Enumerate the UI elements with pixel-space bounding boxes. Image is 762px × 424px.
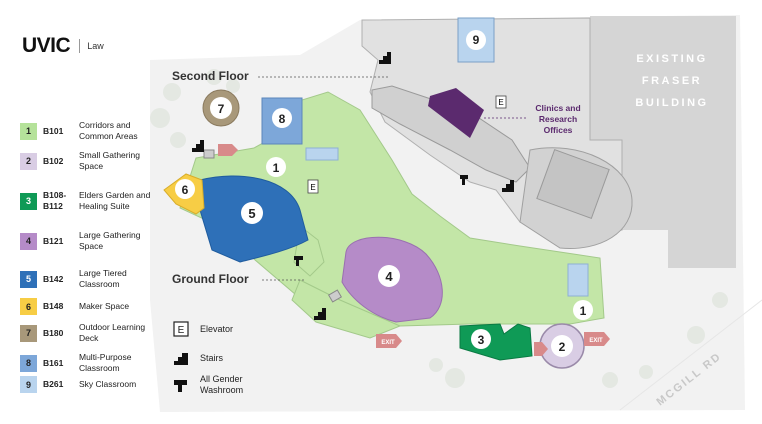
exit-marker-4: EXIT bbox=[584, 332, 610, 346]
legend-badge-8: 8 bbox=[20, 354, 37, 372]
room-7-number: 7 bbox=[218, 102, 225, 116]
legend-badge-5: 5 bbox=[20, 270, 37, 288]
legend-code-5: B142 bbox=[43, 273, 64, 284]
stairs-icon-second-2 bbox=[502, 180, 514, 192]
legend-desc-6: Maker Space bbox=[79, 301, 130, 311]
washroom-icon-ground bbox=[294, 256, 303, 266]
exit-marker-3 bbox=[534, 342, 548, 356]
key-item-elevator: E Elevator bbox=[172, 320, 233, 338]
legend-code-3: B108- B112 bbox=[43, 190, 67, 211]
stairs-icon-ground-1 bbox=[192, 140, 204, 152]
legend-desc-8: Multi-Purpose Classroom bbox=[79, 352, 132, 373]
legend-item-7: 7 B180 Outdoor Learning Deck bbox=[20, 322, 155, 344]
room-8-number: 8 bbox=[279, 112, 286, 126]
legend-item-9: 9 B261 Sky Classroom bbox=[20, 376, 155, 393]
room-2-number: 2 bbox=[559, 340, 566, 354]
key-item-washroom: All Gender Washroom bbox=[172, 374, 260, 396]
room-6-number: 6 bbox=[182, 183, 189, 197]
stairs-icon-ground-2 bbox=[314, 308, 326, 320]
brand: UVIC Law bbox=[22, 34, 104, 58]
elevator-marker-second: E bbox=[498, 98, 503, 107]
legend-item-6: 6 B148 Maker Space bbox=[20, 298, 155, 315]
legend-desc-9: Sky Classroom bbox=[79, 379, 137, 389]
exit-marker-2: EXIT bbox=[376, 334, 402, 348]
room-5-number: 5 bbox=[248, 206, 255, 221]
legend-badge-6: 6 bbox=[20, 298, 37, 315]
legend-badge-3: 3 bbox=[20, 192, 37, 210]
clinics-label-line-2: Research bbox=[539, 114, 577, 124]
legend-code-7: B180 bbox=[43, 327, 64, 338]
legend-item-3: 3 B108- B112 Elders Garden and Healing S… bbox=[20, 190, 155, 212]
stairs-icon-second-1 bbox=[379, 52, 391, 64]
svg-text:EXIT: EXIT bbox=[381, 340, 395, 346]
legend-desc-5: Large Tiered Classroom bbox=[79, 268, 127, 289]
brand-divider bbox=[79, 39, 81, 53]
legend-desc-1: Corridors and Common Areas bbox=[79, 120, 138, 141]
legend-desc-3: Elders Garden and Healing Suite bbox=[79, 190, 151, 211]
room-9-number: 9 bbox=[473, 33, 480, 47]
legend-desc-4: Large Gathering Space bbox=[79, 230, 141, 251]
fraser-label-line-2: FRASER bbox=[642, 75, 702, 87]
legend-code-8: B161 bbox=[43, 357, 64, 368]
legend-badge-2: 2 bbox=[20, 152, 37, 170]
legend-code-6: B148 bbox=[43, 301, 64, 311]
room-1-number-a: 1 bbox=[273, 161, 280, 175]
ground-floor-label: Ground Floor bbox=[172, 272, 249, 286]
room-4-number: 4 bbox=[385, 269, 393, 284]
legend-code-4: B121 bbox=[43, 235, 64, 246]
uvic-logo: UVIC bbox=[22, 34, 71, 57]
legend-badge-1: 1 bbox=[20, 122, 37, 140]
second-floor-label: Second Floor bbox=[172, 69, 249, 83]
room-1-corridor[interactable] bbox=[179, 91, 605, 327]
legend-code-2: B102 bbox=[43, 155, 64, 166]
room-9-sky-classroom[interactable] bbox=[457, 17, 495, 63]
legend-badge-7: 7 bbox=[20, 324, 37, 342]
legend-badge-9: 9 bbox=[20, 376, 37, 393]
key-label-washroom: All Gender Washroom bbox=[200, 374, 244, 395]
legend-badge-4: 4 bbox=[20, 232, 37, 250]
stairs-icon bbox=[172, 349, 190, 367]
legend-item-8: 8 B161 Multi-Purpose Classroom bbox=[20, 352, 155, 374]
legend-item-2: 2 B102 Small Gathering Space bbox=[20, 150, 155, 172]
fraser-label-line-3: BUILDING bbox=[635, 97, 708, 109]
fraser-label-line-1: EXISTING bbox=[636, 53, 707, 65]
key-label-elevator: Elevator bbox=[200, 323, 234, 334]
clinics-label-line-1: Clinics and bbox=[535, 103, 580, 113]
key-item-stairs: Stairs bbox=[172, 349, 223, 367]
room-3-number: 3 bbox=[478, 333, 485, 347]
brand-sub: Law bbox=[87, 41, 104, 51]
elevator-icon: E bbox=[172, 320, 190, 338]
washroom-icon bbox=[172, 376, 190, 394]
legend-code-1: B101 bbox=[43, 125, 64, 136]
clinics-label-line-3: Offices bbox=[544, 125, 573, 135]
room-1-number-b: 1 bbox=[580, 304, 587, 318]
elevator-marker-ground: E bbox=[310, 183, 315, 192]
legend-item-4: 4 B121 Large Gathering Space bbox=[20, 230, 155, 252]
svg-text:EXIT: EXIT bbox=[589, 338, 603, 344]
washroom-icon-second bbox=[460, 175, 468, 185]
legend-desc-7: Outdoor Learning Deck bbox=[79, 322, 146, 343]
legend-item-1: 1 B101 Corridors and Common Areas bbox=[20, 120, 155, 142]
legend-item-5: 5 B142 Large Tiered Classroom bbox=[20, 268, 155, 290]
exit-marker-1 bbox=[218, 144, 238, 156]
key-label-stairs: Stairs bbox=[200, 352, 224, 363]
legend-code-9: B261 bbox=[43, 379, 64, 389]
clinics-area bbox=[428, 88, 484, 138]
landscape-trees bbox=[150, 69, 728, 388]
legend-desc-2: Small Gathering Space bbox=[79, 150, 140, 171]
svg-text:E: E bbox=[178, 325, 185, 336]
